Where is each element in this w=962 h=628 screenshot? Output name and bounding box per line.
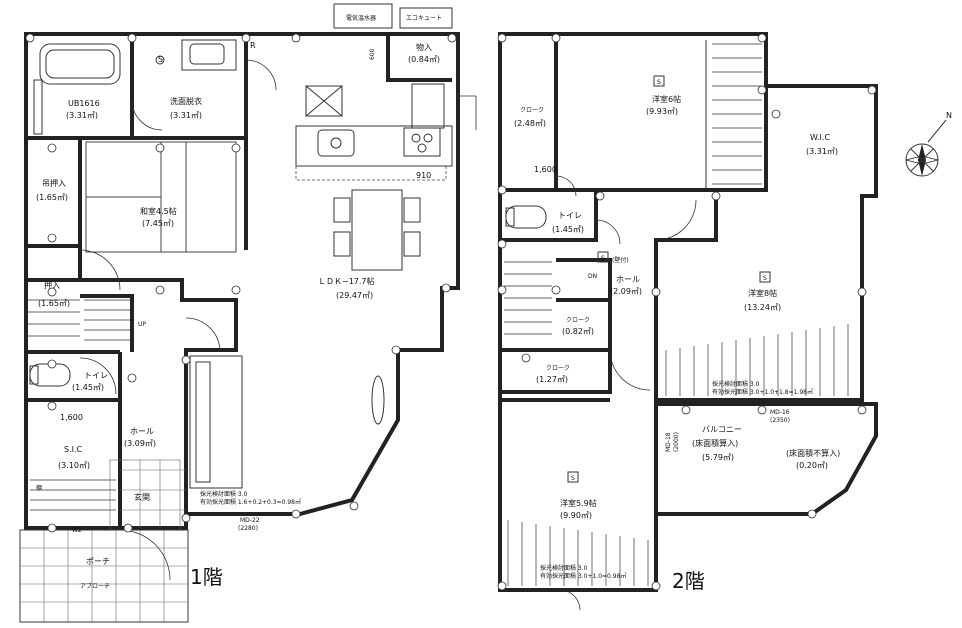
bed8-area: (13.24㎡) [744,303,781,312]
dim-1600-f1: 1,600 [60,413,83,422]
closet-upper-name: 吊押入 [42,178,66,188]
wallstorage-s: S [601,255,605,262]
toilet1-name: トイレ [84,371,108,380]
balcony-area: (5.79㎡) [702,453,734,462]
washroom-area: (3.31㎡) [170,111,202,120]
bed6-s: S [657,79,661,86]
oshiire-name: 押入 [44,280,60,290]
sic-area: (3.10㎡) [58,461,90,470]
washroom-s: S [158,55,163,64]
washroom-r: R [250,41,256,50]
toilet2-name: トイレ [558,211,582,220]
oshiire-area: (1.65㎡) [38,299,70,308]
bath-name: UB1616 [68,99,100,108]
balcony-sub: (床面積算入) [692,438,738,448]
washitsu-name: 和室4.5帖 [140,206,177,216]
washroom-name: 洗面脱衣 [170,96,202,106]
genkan-name: 玄関 [134,492,150,502]
closet3-name: クローク [546,365,570,372]
f1-note-3: MD-22 [240,517,260,524]
hall2-area: (2.09㎡) [610,287,642,296]
ldk-area: (29.47㎡) [336,291,373,300]
closet3-area: (1.27㎡) [536,375,568,384]
hall2-name: ホール [616,275,640,284]
north-arrow-icon: N [905,111,952,177]
balcony-ex-name: (床面積不算入) [786,448,840,458]
toilet2-area: (1.45㎡) [552,225,584,234]
shelf-label: 棚 [36,484,42,492]
f2-note-4: 有効採光面積 3.0+1.0=0.98㎡ [540,572,626,580]
hall1-name: ホール [130,427,154,436]
compass-label: N [946,111,952,120]
f1-note-2: 有効採光面積 1.6+0.2+0.3=0.98㎡ [200,498,301,506]
balcony-ex-area: (0.20㎡) [796,461,828,470]
f2-note-1: 採光検討面積 3.0 [712,380,760,388]
ecocute-label: エコキュート [406,15,442,22]
floor2-title: 2階 [672,569,705,593]
floor-2-plan: S 洋室6帖 (9.93㎡) クローク (2.48㎡) 1,600 W.I.C … [497,32,878,611]
balcony-wall [656,402,878,516]
closet-upper-area: (1.65㎡) [36,193,68,202]
sic-name: S.I.C [64,445,83,454]
f2-note-6: (2350) [770,417,790,424]
f2-note-5: MD-16 [770,409,790,416]
porch-name: ポーチ [86,557,110,566]
closet1-area: (2.48㎡) [514,119,546,128]
f2-note-2: 有効採光面積 3.0+1.0+1.8=1.98㎡ [712,388,813,396]
balcony-name: バルコニー [702,425,742,434]
bed8-s: S [763,275,767,282]
bed6-name: 洋室6帖 [652,94,681,104]
stair-dn: DN [588,273,597,280]
storage-top-name: 物入 [416,42,432,52]
bed59-s: S [571,475,575,482]
w2-label: W2 [72,527,82,534]
wic-name: W.I.C [810,133,830,142]
bath-area: (3.31㎡) [66,111,98,120]
toilet1-area: (1.45㎡) [72,383,104,392]
meter-label: 電気温水器 [346,14,376,22]
storage-top-area: (0.84㎡) [408,55,440,64]
wic-area: (3.31㎡) [806,147,838,156]
f2-note-7: MD-18 [665,432,672,452]
bed6-area: (9.93㎡) [646,107,678,116]
floor2-exterior-wall [498,32,878,592]
approach-label: アプローチ [80,583,110,590]
f1-note-4: (2280) [238,525,258,532]
dim-910: 910 [416,171,431,180]
dim-600: 600 [369,48,376,60]
floor1-title: 1階 [190,565,223,589]
bed8-name: 洋室8帖 [748,288,777,298]
closet2-area: (0.82㎡) [562,327,594,336]
ldk-name: ＬＤＫ−17.7帖 [318,276,375,286]
wallstorage-name: (壁付) [612,256,629,264]
closet1-name: クローク [520,107,544,114]
dim-1600-f2: 1,600 [534,165,557,174]
washitsu-area: (7.45㎡) [142,219,174,228]
f2-note-3: 採光検討面積 3.0 [540,564,588,572]
f2-note-8: (2000) [673,432,680,452]
closet2-name: クローク [566,317,590,324]
hall1-area: (3.09㎡) [124,439,156,448]
f1-note-1: 採光検討面積 3.0 [200,490,248,498]
bed59-area: (9.90㎡) [560,511,592,520]
stair-up: UP [138,321,146,328]
floor-1-plan: 電気温水器 エコキュート 600 物入 (0.84㎡) UB1616 (3.31… [19,3,477,623]
bed59-name: 洋室5.9帖 [560,498,597,508]
